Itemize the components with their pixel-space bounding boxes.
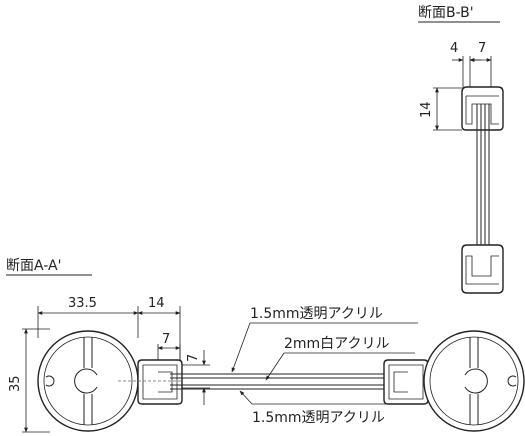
bb-top-frame-inner [465, 95, 499, 125]
aa-left-frame-inner [142, 364, 178, 400]
aa-left-post-inner [43, 336, 133, 426]
leader-bottom-acrylic [239, 390, 253, 405]
section-bb-title: 断面B-B' [418, 5, 474, 21]
aa-dim-33-5: 33.5 [68, 296, 97, 311]
aa-left-post-ribs [83, 337, 93, 425]
bb-dim-14: 14 [419, 101, 434, 118]
aa-left-post-center-slot [74, 368, 98, 394]
aa-left-post-side-slot [45, 375, 55, 387]
aa-dim-7-vertical: 7 [186, 354, 201, 362]
aa-dim-35: 35 [8, 375, 23, 392]
aa-right-post-side-slot [507, 375, 517, 387]
aa-right-post [423, 330, 525, 432]
bb-bottom-frame-inner [465, 255, 499, 285]
leader-middle-acrylic [265, 352, 285, 381]
aa-right-frame [383, 359, 429, 405]
bb-bottom-frame [461, 244, 504, 294]
label-middle-acrylic: 2mm白アクリル [284, 336, 389, 352]
bb-dim-7: 7 [478, 41, 486, 56]
section-aa: 断面A-A' 33.5 14 7 7 35 [6, 258, 525, 433]
label-bottom-acrylic: 1.5mm透明アクリル [252, 410, 385, 426]
aa-dim-7: 7 [162, 332, 170, 347]
section-aa-title: 断面A-A' [6, 258, 61, 274]
aa-dim-14: 14 [148, 296, 165, 311]
aa-left-frame [137, 359, 183, 405]
bb-dim-4: 4 [450, 41, 458, 56]
aa-right-frame-inner [388, 364, 424, 400]
section-bb: 断面B-B' 4 7 14 [418, 5, 504, 294]
aa-right-post-center-slot [464, 368, 488, 394]
leader-top-acrylic [231, 322, 251, 373]
label-top-acrylic: 1.5mm透明アクリル [250, 306, 383, 322]
aa-right-post-inner [429, 336, 519, 426]
bb-top-frame [461, 86, 504, 131]
aa-right-post-ribs [469, 337, 479, 425]
